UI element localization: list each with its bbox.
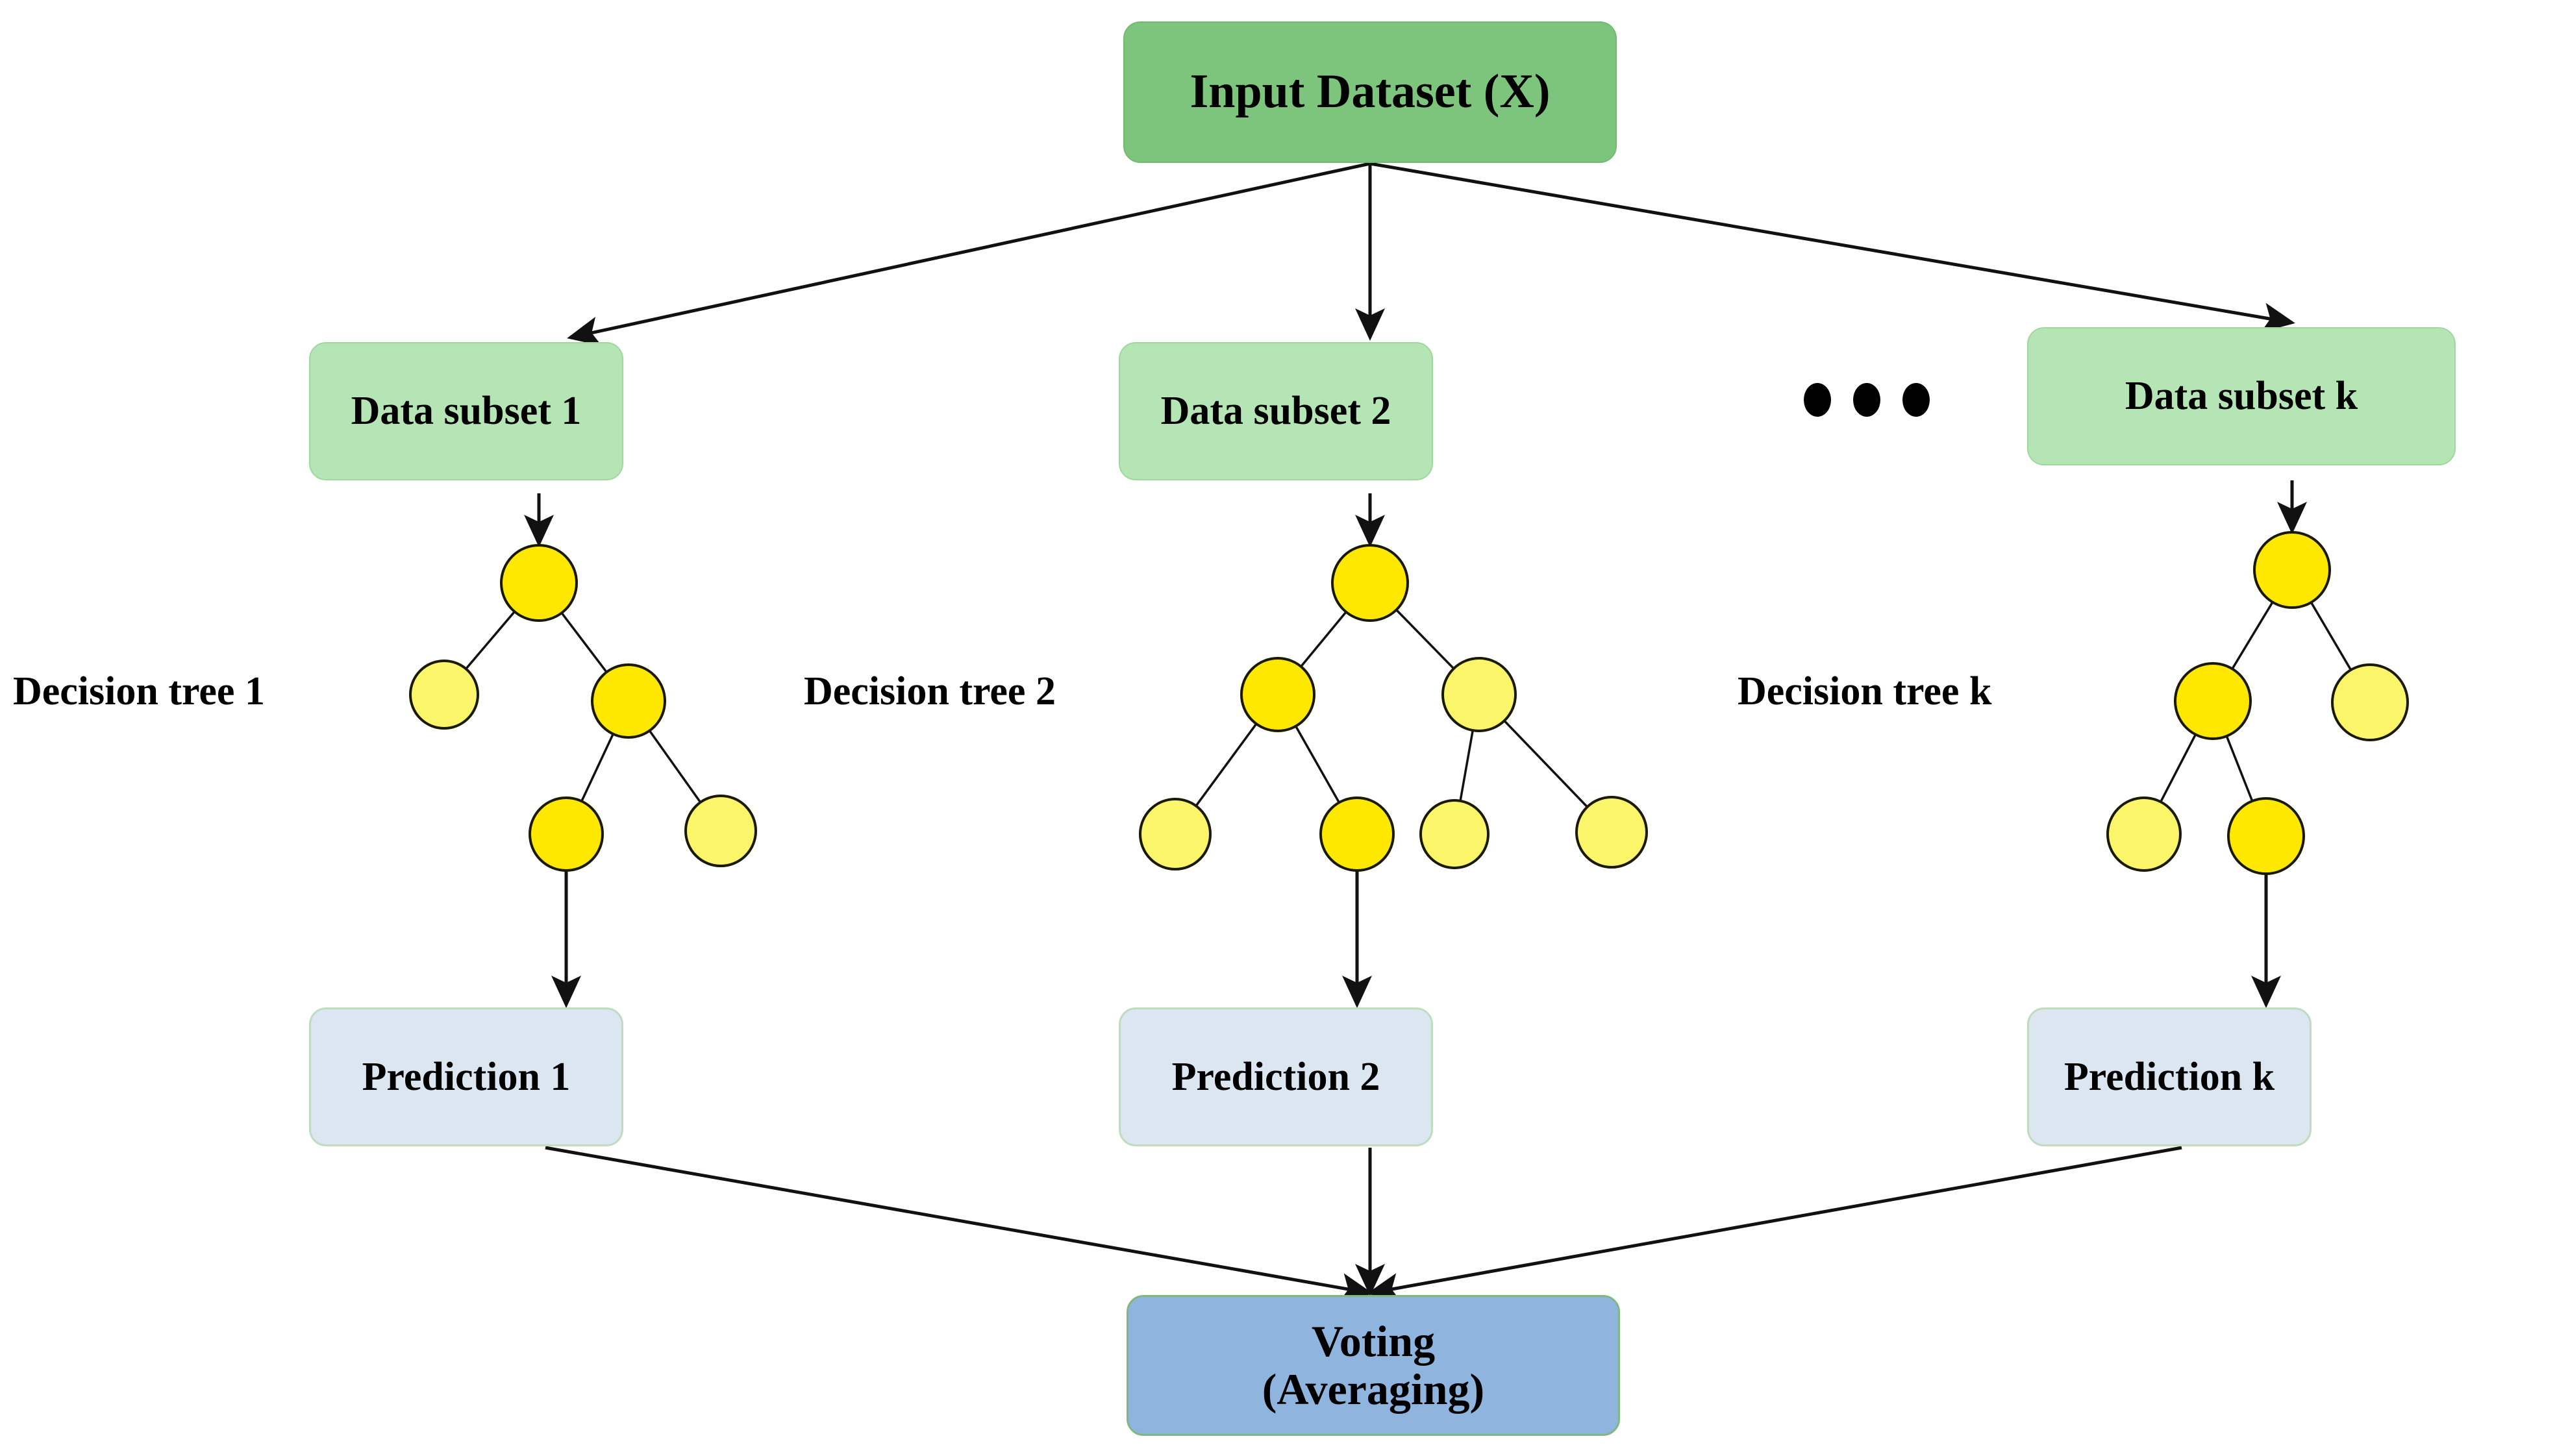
tree-1-edge [565, 700, 630, 835]
ellipsis-icon [1804, 383, 1930, 417]
tree-k-node-1[interactable] [2174, 662, 2252, 740]
tree-2-edge [1453, 694, 1480, 835]
tree-2-node-6[interactable] [1575, 796, 1648, 869]
tree-2-node-0[interactable] [1331, 544, 1409, 622]
prediction-k-box[interactable]: Prediction k [2027, 1007, 2312, 1146]
ellipsis-dot [1902, 383, 1930, 417]
prediction-k-label: Prediction k [2063, 1054, 2275, 1099]
tree-2-node-1[interactable] [1240, 657, 1315, 732]
tree-1-node-3[interactable] [529, 796, 604, 872]
voting-box[interactable]: Voting (Averaging) [1127, 1295, 1620, 1436]
tree-k-node-4[interactable] [2227, 797, 2305, 875]
fanin-arrow-1 [545, 1146, 1373, 1303]
decision-tree-k-label: Decision tree k [1738, 669, 1992, 713]
voting-text-stack: Voting (Averaging) [1262, 1316, 1485, 1414]
fanout-arrow-3 [1369, 162, 2295, 333]
data-subset-k-label: Data subset k [2125, 374, 2358, 419]
tree-1-node-2[interactable] [591, 663, 666, 739]
data-subset-2-label: Data subset 2 [1160, 389, 1391, 434]
data-subset-1-label: Data subset 1 [351, 389, 582, 434]
tree-k-node-3[interactable] [2106, 796, 2182, 872]
fanout-arrow-1 [567, 162, 1371, 346]
voting-subtitle: (Averaging) [1262, 1364, 1485, 1414]
decision-tree-2-label: Decision tree 2 [804, 669, 1056, 713]
tree-2-node-3[interactable] [1139, 798, 1212, 870]
tree-2-edge [1277, 582, 1371, 696]
tree-1-edge [538, 582, 630, 702]
input-dataset-label: Input Dataset (X) [1190, 65, 1551, 119]
prediction-2-box[interactable]: Prediction 2 [1119, 1007, 1433, 1146]
tree-2-node-4[interactable] [1319, 796, 1395, 872]
decision-tree-1-label: Decision tree 1 [13, 669, 265, 713]
tree-2-edge [1277, 694, 1358, 835]
tree-2-edge [1369, 582, 1480, 696]
tree-1-edge [627, 700, 722, 832]
prediction-2-label: Prediction 2 [1171, 1054, 1380, 1099]
tree-2-node-2[interactable] [1441, 657, 1517, 732]
fanin-arrow-3 [1367, 1146, 2182, 1303]
tree-1-node-1[interactable] [409, 660, 479, 730]
data-subset-2-box[interactable]: Data subset 2 [1119, 342, 1433, 480]
ellipsis-dot [1853, 383, 1880, 417]
voting-title: Voting [1311, 1316, 1436, 1366]
tree-k-edge [2212, 569, 2293, 702]
tree-2-edge [1174, 693, 1279, 835]
tree-k-node-0[interactable] [2253, 531, 2331, 609]
tree-2-edge [1478, 693, 1613, 833]
tree-k-edge [2143, 700, 2214, 835]
tree-k-edge [2212, 700, 2267, 837]
data-subset-1-box[interactable]: Data subset 1 [309, 342, 623, 480]
input-dataset-box[interactable]: Input Dataset (X) [1123, 21, 1617, 163]
prediction-1-box[interactable]: Prediction 1 [309, 1007, 623, 1146]
tree-1-node-0[interactable] [500, 544, 578, 622]
tree-1-edge [443, 582, 540, 696]
prediction-1-label: Prediction 1 [362, 1054, 571, 1099]
tree-2-node-5[interactable] [1419, 799, 1490, 869]
tree-k-edge [2291, 569, 2371, 703]
data-subset-k-box[interactable]: Data subset k [2027, 327, 2456, 465]
ellipsis-dot [1804, 383, 1831, 417]
tree-1-node-4[interactable] [684, 795, 757, 867]
tree-k-node-2[interactable] [2331, 663, 2409, 741]
